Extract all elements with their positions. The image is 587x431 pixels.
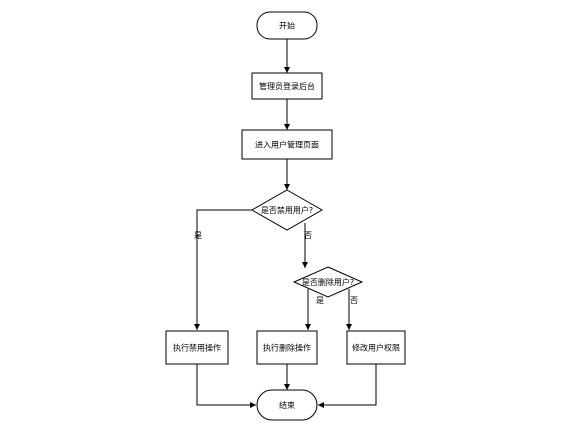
login-label: 管理员登录后台 [259, 81, 315, 91]
edge-modify-end [318, 364, 377, 408]
do-delete-node: 执行删除操作 [256, 330, 318, 365]
login-node: 管理员登录后台 [251, 72, 323, 100]
start-node: 开始 [256, 11, 318, 40]
decision-delete-node: 是否删除用户? [292, 266, 364, 298]
enter-page-label: 进入用户管理页面 [255, 140, 319, 150]
decision-delete-label: 是否删除用户? [302, 277, 354, 287]
edge-disable-end [196, 364, 256, 408]
connectors [194, 39, 377, 408]
decision-delete-no-label: 否 [350, 296, 358, 305]
decision-disable-no-label: 否 [304, 231, 312, 240]
start-label: 开始 [279, 21, 295, 31]
edge-decision-yes-disable [194, 209, 252, 330]
do-delete-label: 执行删除操作 [263, 343, 311, 353]
decision-disable-node: 是否禁用用户? [250, 189, 324, 231]
modify-perm-node: 修改用户权限 [346, 330, 406, 365]
do-disable-node: 执行禁用操作 [165, 330, 229, 365]
decision-disable-yes-label: 是 [194, 231, 202, 240]
modify-perm-label: 修改用户权限 [352, 343, 400, 353]
enter-page-node: 进入用户管理页面 [241, 129, 333, 160]
do-disable-label: 执行禁用操作 [173, 343, 221, 353]
end-node: 结束 [256, 389, 318, 421]
decision-disable-label: 是否禁用用户? [261, 205, 313, 215]
end-label: 结束 [279, 400, 295, 410]
decision-delete-yes-label: 是 [316, 296, 324, 305]
